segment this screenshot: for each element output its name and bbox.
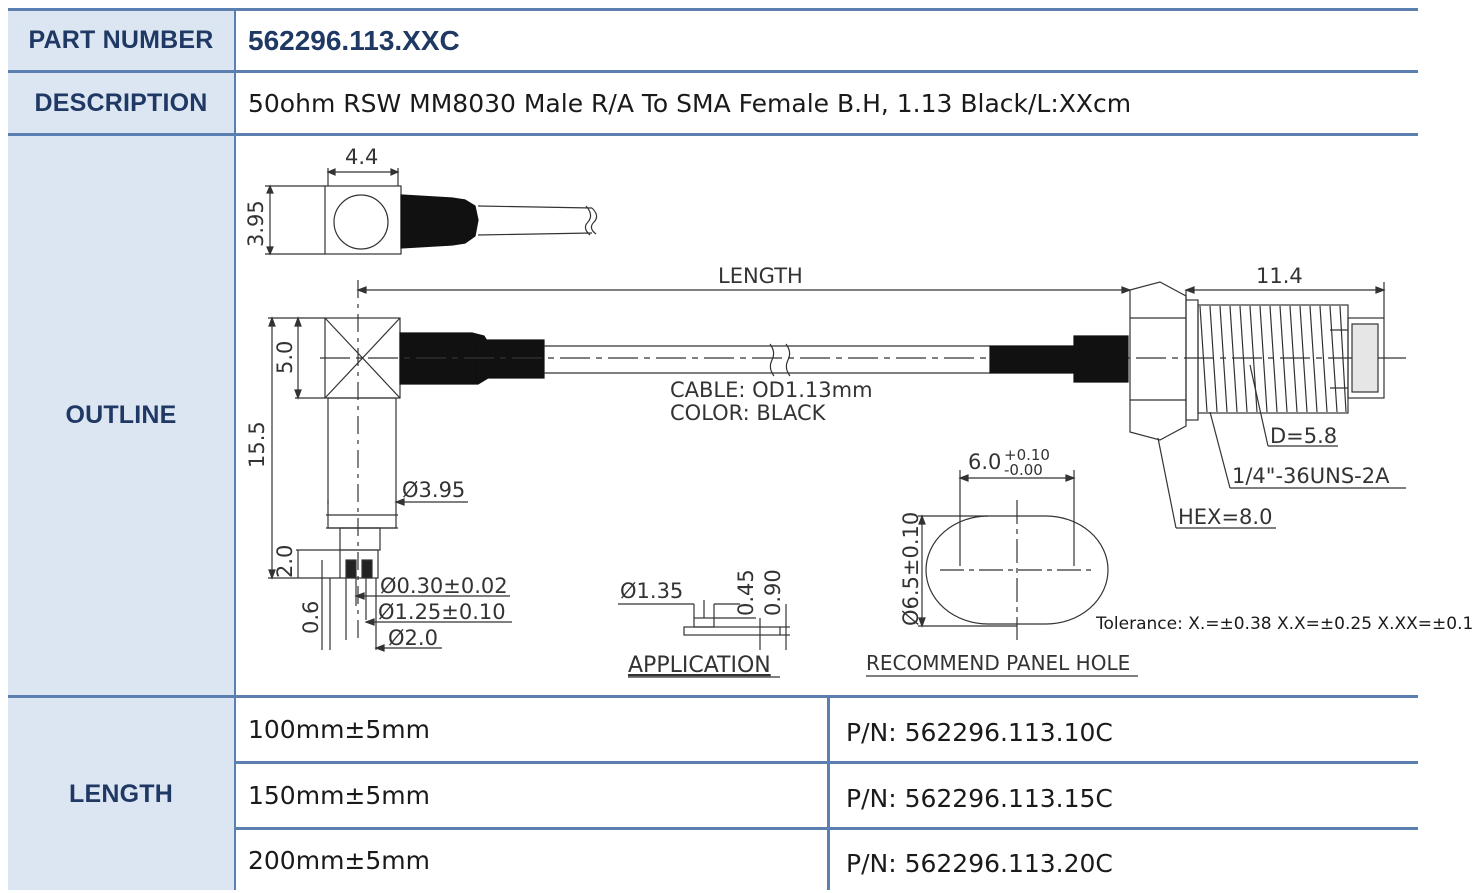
app-d135: Ø1.35	[620, 579, 683, 603]
app-045: 0.45	[734, 569, 758, 616]
part-number-label: PART NUMBER	[8, 11, 234, 70]
dim-total-height: 15.5	[245, 421, 269, 468]
grid-line	[827, 697, 830, 890]
cable-color: COLOR: BLACK	[670, 401, 827, 425]
dim-body-height: 5.0	[273, 341, 297, 374]
panel-hole-view: 6.0 +0.10 -0.00 Ø6.5±0.10 RECOMMEND PANE…	[866, 446, 1138, 677]
hole-width: 6.0	[968, 450, 1001, 474]
dim-d125: Ø1.25±0.10	[378, 600, 506, 624]
dim-d58: D=5.8	[1270, 424, 1337, 448]
length-label: LENGTH	[8, 698, 234, 890]
length-value: 200mm±5mm	[248, 845, 430, 875]
length-pn: P/N: 562296.113.10C	[846, 718, 1113, 747]
grid-line	[8, 133, 1418, 136]
dim-length: LENGTH	[718, 264, 803, 288]
grid-line	[8, 8, 1418, 11]
thread-pattern	[1197, 304, 1349, 414]
dim-pin-small: 0.6	[299, 601, 323, 634]
dim-d030: Ø0.30±0.02	[380, 574, 508, 598]
description-value: 50ohm RSW MM8030 Male R/A To SMA Female …	[248, 88, 1132, 118]
top-view-connector: 4.4 3.95	[244, 145, 598, 256]
tolerance-note: Tolerance: X.=±0.38 X.X=±0.25 X.XX=±0.15	[1095, 614, 1472, 634]
length-value: 100mm±5mm	[248, 715, 430, 744]
part-number-value: 562296.113.XXC	[248, 24, 460, 56]
dim-d20: Ø2.0	[388, 626, 438, 650]
application-view: Ø1.35 0.45 0.90 APPLICATION	[618, 569, 790, 678]
app-090: 0.90	[761, 569, 785, 616]
length-pn: P/N: 562296.113.20C	[846, 848, 1113, 878]
dim-top-width: 4.4	[345, 145, 378, 169]
hole-width-tol-plus: +0.10	[1004, 446, 1050, 464]
sma-connector	[989, 281, 1385, 441]
grid-line	[8, 70, 1418, 73]
side-view-connector	[320, 280, 1410, 640]
length-pn: P/N: 562296.113.15C	[846, 784, 1113, 813]
grid-line	[8, 695, 1418, 698]
dim-hex: HEX=8.0	[1178, 505, 1272, 529]
dim-sma-length: 11.4	[1256, 264, 1303, 288]
description-label: DESCRIPTION	[8, 73, 234, 133]
dim-pin-height: 2.0	[273, 545, 297, 578]
hole-label: RECOMMEND PANEL HOLE	[866, 651, 1130, 675]
grid-line	[233, 8, 236, 890]
outline-label: OUTLINE	[8, 136, 234, 695]
hole-width-tol-minus: -0.00	[1004, 461, 1043, 479]
length-value: 150mm±5mm	[248, 781, 430, 810]
hole-height: Ø6.5±0.10	[899, 512, 923, 626]
dim-thread: 1/4"-36UNS-2A	[1232, 464, 1390, 488]
dim-top-height: 3.95	[244, 200, 268, 247]
cable-spec: CABLE: OD1.13mm	[670, 378, 873, 402]
dim-diameter-body: Ø3.95	[402, 478, 465, 502]
application-label: APPLICATION	[628, 653, 771, 678]
